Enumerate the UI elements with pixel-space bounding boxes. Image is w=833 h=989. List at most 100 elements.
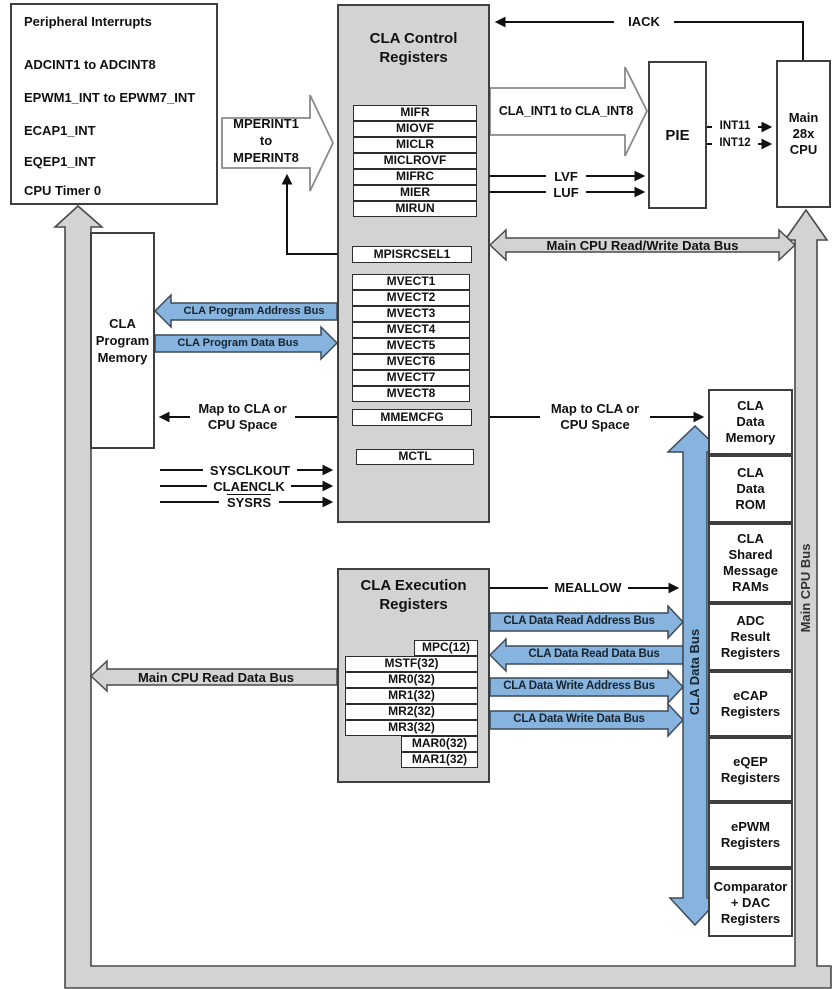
iack-line [494,16,804,60]
main-cpu-box: Main 28x CPU [776,60,831,208]
main-cpu-label-line3: CPU [789,142,818,157]
memory-block-epwm-registers: ePWM Registers [708,802,793,868]
cla-data-write-addr-bus-arrow [489,669,685,705]
register-mmemcfg: MMEMCFG [352,409,472,426]
block-line: Message [723,563,778,578]
main-cpu-rw-bus-arrow [488,228,797,262]
register-mar1: MAR1(32) [401,752,478,768]
cla-program-memory-line2: Program [95,333,150,348]
meallow-label: MEALLOW [548,580,628,595]
block-line: Result [730,629,771,644]
register-mvect7: MVECT7 [352,370,470,386]
luf-label: LUF [546,185,586,200]
main-rw-bus-label: Main CPU Read/Write Data Bus [546,238,739,253]
peripheral-item: EPWM1_INT to EPWM7_INT [24,90,196,105]
block-line: eCAP [733,688,768,703]
peripheral-item: EQEP1_INT [24,154,96,169]
data-read-addr-bus-label: CLA Data Read Address Bus [503,615,655,627]
prog-addr-bus-label: CLA Program Address Bus [183,305,325,317]
mperint-arrow-shape [221,94,334,192]
memory-block-ecap-registers: eCAP Registers [708,671,793,737]
register-miclr: MICLR [353,137,477,153]
mpisrcsel-link-line [281,173,352,255]
data-read-data-bus-label: CLA Data Read Data Bus [528,648,660,660]
memory-block-cla-shared-message-rams: CLA Shared Message RAMs [708,523,793,603]
cla-program-memory-box: CLA Program Memory [90,232,155,449]
register-mvect4: MVECT4 [352,322,470,338]
register-mvect2: MVECT2 [352,290,470,306]
mperint-label-line2: to [259,133,273,148]
sysrs-label: SYSRS [219,495,279,510]
peripheral-item: ECAP1_INT [24,123,96,138]
block-line: CLA [737,398,764,413]
cla-int-label: CLA_INT1 to CLA_INT8 [498,104,634,118]
cla-program-memory-line1: CLA [109,316,136,331]
block-line: CLA [737,465,764,480]
peripheral-item: ADCINT1 to ADCINT8 [24,57,156,72]
block-line: Memory [725,430,776,445]
register-miclrovf: MICLROVF [353,153,477,169]
register-mvect3: MVECT3 [352,306,470,322]
data-write-addr-bus-label: CLA Data Write Address Bus [503,680,655,692]
block-line: Registers [720,910,781,926]
register-mr1: MR1(32) [345,688,478,704]
map-right-label-line2: CPU Space [540,417,650,433]
memory-block-cla-data-memory: CLA Data Memory [708,389,793,455]
block-line: Registers [720,704,781,719]
mperint-label-line3: MPERINT8 [233,150,299,165]
block-line: Comparator [713,878,788,894]
memory-block-eqep-registers: eQEP Registers [708,737,793,802]
block-line: Data [736,414,765,429]
register-mr3: MR3(32) [345,720,478,736]
main-cpu-bus-loop-shape [52,204,832,989]
register-mar0: MAR0(32) [401,736,478,752]
main-cpu-label-line2: 28x [792,126,815,141]
cla-data-bus-label: CLA Data Bus [687,628,702,716]
pie-box: PIE [648,61,707,209]
memory-block-adc-result-registers: ADC Result Registers [708,603,793,671]
register-mvect5: MVECT5 [352,338,470,354]
cla-control-title-line2: Registers [379,49,448,66]
block-line: Shared [728,547,773,562]
cla-exec-title-line1: CLA Execution [360,577,467,594]
register-mifrc: MIFRC [353,169,477,185]
map-right-label-line1: Map to CLA or [540,401,650,417]
block-line: Data [736,481,765,496]
cla-data-read-addr-bus-arrow [489,604,685,640]
block-line: Registers [720,835,781,850]
block-line: Registers [720,645,781,660]
cla-prog-data-bus-arrow [154,325,339,361]
peripheral-interrupts-box: Peripheral Interrupts ADCINT1 to ADCINT8… [10,3,218,205]
main-cpu-bus-label: Main CPU Bus [798,543,813,633]
cla-control-registers-box [337,4,490,523]
block-line: + DAC [730,894,771,910]
memory-block-comparator-dac-registers: Comparator + DAC Registers [708,868,793,937]
block-line: RAMs [732,579,769,594]
register-mr0: MR0(32) [345,672,478,688]
register-mier: MIER [353,185,477,201]
cla-int-arrow-shape [489,66,649,157]
peripheral-box-title: Peripheral Interrupts [24,14,152,29]
register-mpc: MPC(12) [414,640,478,656]
block-line: CLA [737,531,764,546]
register-mirun: MIRUN [353,201,477,217]
block-line: eQEP [733,753,768,769]
data-write-data-bus-label: CLA Data Write Data Bus [513,713,645,725]
register-miovf: MIOVF [353,121,477,137]
pie-label: PIE [665,126,690,144]
peripheral-item: CPU Timer 0 [24,183,102,198]
block-line: ePWM [731,819,770,834]
cla-program-memory-line3: Memory [97,350,148,365]
register-mvect8: MVECT8 [352,386,470,402]
register-mctl: MCTL [356,449,474,465]
register-mstf: MSTF(32) [345,656,478,672]
map-left-label-line2: CPU Space [190,417,295,433]
cla-exec-title-line2: Registers [379,596,448,613]
int11-label: INT11 [712,120,758,132]
map-left-label-line1: Map to CLA or [190,401,295,417]
block-line: ADC [736,613,765,628]
register-mvect6: MVECT6 [352,354,470,370]
sysclkout-label: SYSCLKOUT [203,463,297,478]
mperint-label-line1: MPERINT1 [233,116,299,131]
